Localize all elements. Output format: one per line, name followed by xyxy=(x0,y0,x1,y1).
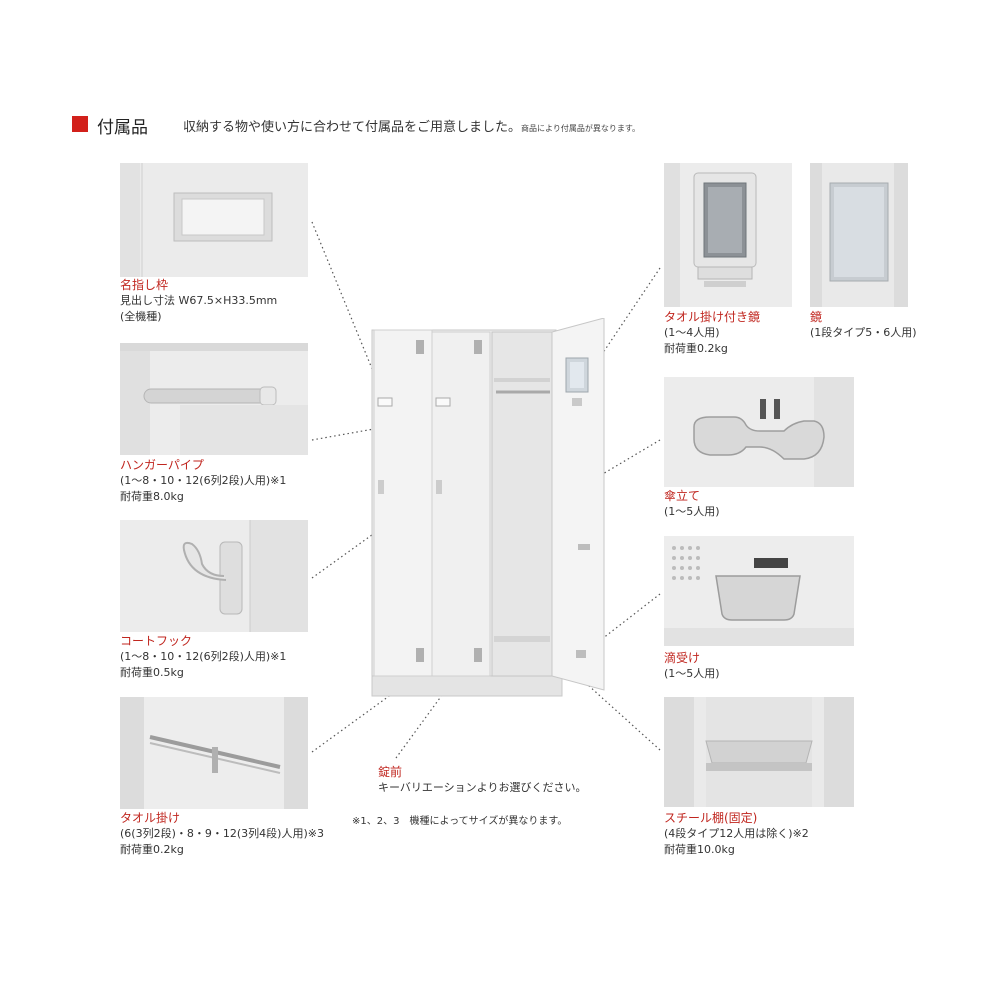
hanger-pipe-caption: ハンガーパイプ (1～8・10・12(6列2段)人用)※1 耐荷重8.0kg xyxy=(120,457,286,505)
section-marker xyxy=(72,116,88,132)
connector-drip-tray xyxy=(579,593,661,657)
name-frame-size: 見出し寸法 W67.5×H33.5mm xyxy=(120,294,278,307)
towel-bar-caption: タオル掛け (6(3列2段)・8・9・12(3列4段)人用)※3 耐荷重0.2k… xyxy=(120,810,324,858)
locker-illustration xyxy=(366,317,606,708)
steel-shelf-load: 耐荷重10.0kg xyxy=(664,843,735,856)
name-frame-caption: 名指し枠 見出し寸法 W67.5×H33.5mm (全機種) xyxy=(120,277,277,325)
mirror-towel-title: タオル掛け付き鏡 xyxy=(664,310,761,324)
towel-bar-title: タオル掛け xyxy=(120,811,181,825)
mirror-title: 鏡 xyxy=(810,310,823,324)
lock-description: キーバリエーションよりお選びください。 xyxy=(378,781,587,794)
hanger-pipe-load: 耐荷重8.0kg xyxy=(120,490,184,503)
mirror-towel-photo xyxy=(664,163,792,307)
description-note: 商品により付属品が異なります。 xyxy=(521,124,641,133)
drip-tray-caption: 滴受け (1～5人用) xyxy=(664,650,720,682)
umbrella-stand-photo xyxy=(664,377,854,487)
steel-shelf-caption: スチール棚(固定) (4段タイプ12人用は除く)※2 耐荷重10.0kg xyxy=(664,810,809,858)
coat-hook-photo xyxy=(120,520,308,632)
mirror-photo xyxy=(810,163,908,307)
section-description: 収納する物や使い方に合わせて付属品をご用意しました。商品により付属品が異なります… xyxy=(183,116,640,135)
towel-bar-models: (6(3列2段)・8・9・12(3列4段)人用)※3 xyxy=(120,827,324,840)
mirror-towel-load: 耐荷重0.2kg xyxy=(664,342,728,355)
name-frame-title: 名指し枠 xyxy=(120,278,169,292)
steel-shelf-models: (4段タイプ12人用は除く)※2 xyxy=(664,827,809,840)
drip-tray-models: (1～5人用) xyxy=(664,667,720,680)
lock-title: 錠前 xyxy=(378,765,403,779)
name-frame-photo xyxy=(120,163,308,277)
umbrella-stand-models: (1～5人用) xyxy=(664,505,720,518)
coat-hook-models: (1～8・10・12(6列2段)人用)※1 xyxy=(120,650,287,663)
hanger-pipe-photo xyxy=(120,343,308,455)
steel-shelf-photo xyxy=(664,697,854,807)
hanger-pipe-models: (1～8・10・12(6列2段)人用)※1 xyxy=(120,474,287,487)
coat-hook-title: コートフック xyxy=(120,634,193,648)
mirror-models: (1段タイプ5・6人用) xyxy=(810,326,917,339)
hanger-pipe-title: ハンガーパイプ xyxy=(120,458,204,472)
connector-steel-shelf xyxy=(537,639,661,751)
connector-umbrella xyxy=(595,439,661,479)
footnote: ※1、2、3 機種によってサイズが異なります。 xyxy=(352,816,568,827)
coat-hook-caption: コートフック (1～8・10・12(6列2段)人用)※1 耐荷重0.5kg xyxy=(120,633,286,681)
drip-tray-title: 滴受け xyxy=(664,651,701,665)
towel-bar-photo xyxy=(120,697,308,809)
towel-bar-load: 耐荷重0.2kg xyxy=(120,843,184,856)
mirror-caption: 鏡 (1段タイプ5・6人用) xyxy=(810,309,917,341)
drip-tray-photo xyxy=(664,536,854,646)
section-title: 付属品 xyxy=(97,118,148,138)
mirror-towel-caption: タオル掛け付き鏡 (1～4人用) 耐荷重0.2kg xyxy=(664,309,760,357)
name-frame-models: (全機種) xyxy=(120,310,162,323)
description-text: 収納する物や使い方に合わせて付属品をご用意しました。 xyxy=(183,120,522,135)
lock-caption: 錠前 キーバリエーションよりお選びください。 xyxy=(378,764,586,796)
umbrella-stand-caption: 傘立て (1～5人用) xyxy=(664,488,720,520)
mirror-towel-models: (1～4人用) xyxy=(664,326,720,339)
umbrella-stand-title: 傘立て xyxy=(664,489,701,503)
steel-shelf-title: スチール棚(固定) xyxy=(664,811,758,825)
coat-hook-load: 耐荷重0.5kg xyxy=(120,666,184,679)
